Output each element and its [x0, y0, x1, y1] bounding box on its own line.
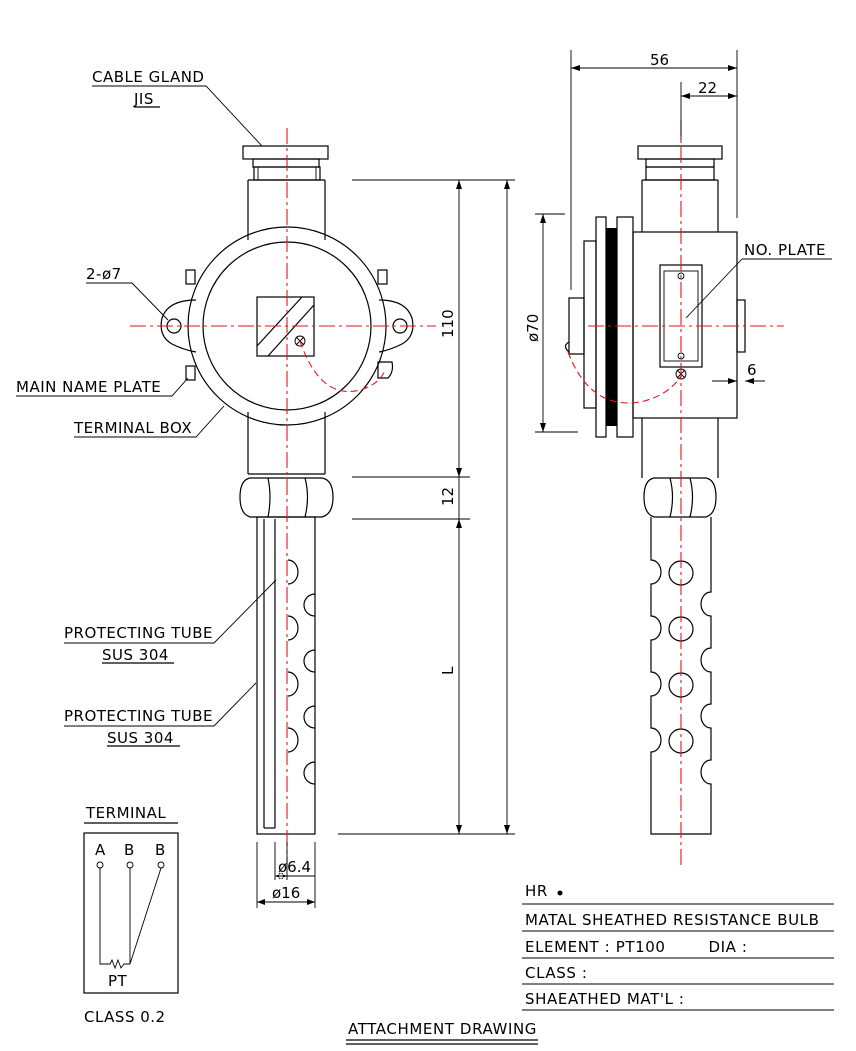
cable-gland-std: JIS: [133, 90, 154, 108]
pin-a: A: [95, 841, 106, 859]
protecting-tube-label-1: PROTECTING TUBE: [64, 624, 213, 642]
protecting-tube-material-2: SUS 304: [107, 729, 174, 747]
no-plate-label: NO. PLATE: [744, 241, 826, 259]
dim-56: 56: [650, 51, 669, 69]
pin-b2: B: [155, 841, 166, 859]
terminal-heading: TERMINAL: [85, 804, 166, 822]
title-row-2: ELEMENT : PT100 DIA :: [525, 938, 748, 956]
pin-b1: B: [124, 841, 135, 859]
callouts: CABLE GLAND JIS 2-ø7 MAIN NAME PLATE TER…: [16, 68, 826, 747]
dim-dia-6-4: ø6.4: [278, 858, 311, 876]
title-code: HR: [525, 882, 548, 900]
side-view: [564, 120, 784, 866]
dim-110: 110: [439, 309, 457, 338]
terminal-diagram: TERMINAL A B B PT CLASS 0.2: [83, 804, 179, 1026]
terminal-box-label: TERMINAL BOX: [73, 419, 192, 437]
protecting-tube-label-2: PROTECTING TUBE: [64, 707, 213, 725]
main-name-plate-label: MAIN NAME PLATE: [16, 378, 161, 396]
dim-dia-16: ø16: [272, 884, 300, 902]
title-row-3: CLASS :: [525, 964, 588, 982]
cable-gland-label: CABLE GLAND: [92, 68, 205, 86]
dim-12: 12: [439, 487, 457, 506]
dim-6: 6: [747, 361, 757, 379]
protecting-tube-material-1: SUS 304: [102, 646, 169, 664]
dim-dia-70: ø70: [524, 314, 542, 342]
dim-22: 22: [698, 79, 717, 97]
drawing-caption: ATTACHMENT DRAWING: [348, 1020, 537, 1038]
class-label: CLASS 0.2: [84, 1008, 166, 1026]
holes-label: 2-ø7: [86, 265, 122, 283]
dimension-lines: [256, 50, 765, 908]
title-row-4: SHAEATHED MAT'L :: [525, 990, 685, 1008]
element-label: PT: [108, 972, 128, 990]
title-row-1: MATAL SHEATHED RESISTANCE BULB: [525, 911, 820, 929]
dimension-values: 56 22 110 12 L ø70 6 ø6.4 ø16: [272, 51, 757, 902]
title-block: HR MATAL SHEATHED RESISTANCE BULB ELEMEN…: [346, 882, 834, 1045]
dim-L: L: [439, 666, 457, 675]
front-view: [130, 128, 436, 866]
leader-lines: [16, 85, 832, 727]
